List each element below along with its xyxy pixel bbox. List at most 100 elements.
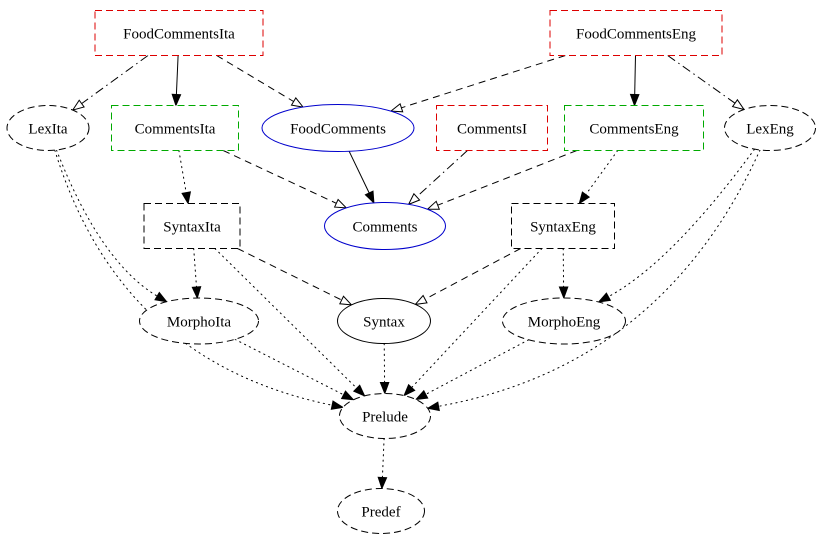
open-arrowhead-icon: [407, 192, 421, 206]
filled-arrowhead-icon: [377, 476, 388, 490]
filled-arrowhead-icon: [426, 401, 440, 412]
node-shape: [436, 105, 548, 151]
node-predef: Predef: [337, 488, 425, 534]
edge-SyntaxEng-MorphoEng: [558, 248, 569, 300]
node-label: CommentsIta: [135, 121, 216, 137]
node-shape: [111, 105, 239, 151]
edge-line: [401, 55, 566, 109]
open-arrowhead-icon: [71, 99, 85, 111]
node-syntaxita: SyntaxIta: [143, 203, 241, 249]
edge-FoodCommentsEng-FoodComments: [389, 55, 566, 113]
node-morphoita: MorphoIta: [139, 297, 259, 345]
edge-LexIta-MorphoIta: [56, 149, 168, 303]
node-comments: Comments: [324, 202, 446, 250]
node-shape: [724, 105, 816, 151]
filled-arrowhead-icon: [191, 286, 202, 300]
edge-line: [54, 149, 333, 406]
node-shape: [261, 104, 415, 152]
node-shape: [549, 10, 723, 56]
edge-SyntaxEng-Prelude: [403, 248, 543, 397]
edge-LexEng-MorphoEng: [597, 148, 755, 303]
filled-arrowhead-icon: [181, 191, 192, 205]
node-syntaxeng: SyntaxEng: [511, 203, 615, 249]
node-lexeng: LexEng: [724, 105, 816, 151]
edge-FoodCommentsEng-LexEng: [667, 55, 746, 111]
node-label: FoodComments: [290, 121, 386, 137]
edge-line: [381, 438, 385, 478]
filled-arrowhead-icon: [558, 286, 569, 300]
edge-line: [437, 150, 577, 206]
node-syntax: Syntax: [337, 298, 431, 344]
edge-MorphoIta-Prelude: [234, 338, 355, 401]
edge-line: [222, 150, 337, 204]
node-shape: [143, 203, 241, 249]
edge-SyntaxIta-Syntax: [237, 248, 353, 306]
node-label: MorphoIta: [167, 314, 231, 330]
edge-CommentsI-Comments: [407, 150, 468, 206]
filled-arrowhead-icon: [364, 190, 375, 205]
filled-arrowhead-icon: [330, 400, 345, 410]
node-shape: [511, 203, 615, 249]
open-arrowhead-icon: [333, 198, 348, 209]
node-label: SyntaxIta: [163, 219, 221, 235]
edge-CommentsEng-SyntaxEng: [578, 150, 619, 205]
edge-line: [216, 55, 294, 102]
node-shape: [94, 10, 264, 56]
node-label: CommentsEng: [589, 121, 679, 137]
edge-SyntaxIta-Prelude: [214, 248, 366, 397]
edge-line: [237, 248, 342, 301]
filled-arrowhead-icon: [414, 389, 429, 401]
edge-line: [56, 149, 158, 297]
node-foodcomments: FoodComments: [261, 104, 415, 152]
node-commentsi: CommentsI: [436, 105, 548, 151]
node-shape: [339, 393, 431, 439]
edge-line: [214, 248, 358, 389]
node-label: Predef: [361, 504, 400, 520]
node-label: MorphoEng: [528, 314, 601, 330]
filled-arrowhead-icon: [403, 383, 416, 397]
node-label: Syntax: [363, 314, 405, 330]
edge-FoodCommentsIta-FoodComments: [216, 55, 305, 108]
node-shape: [564, 105, 704, 151]
edge-FoodCommentsIta-LexIta: [71, 55, 149, 111]
edge-line: [234, 338, 345, 396]
edge-FoodCommentsIta-CommentsIta: [171, 55, 182, 107]
node-shape: [324, 202, 446, 250]
edge-line: [425, 339, 530, 395]
node-shape: [337, 298, 431, 344]
node-label: FoodCommentsEng: [576, 26, 697, 42]
open-arrowhead-icon: [290, 97, 305, 108]
node-commentsita: CommentsIta: [111, 105, 239, 151]
node-shape: [337, 488, 425, 534]
open-arrowhead-icon: [414, 294, 428, 306]
edge-line: [634, 55, 636, 95]
edge-FoodComments-Comments: [348, 150, 375, 205]
edge-CommentsIta-Comments: [222, 150, 348, 209]
edge-line: [438, 149, 761, 407]
edge-line: [416, 150, 468, 198]
node-foodcommentseng: FoodCommentsEng: [549, 10, 723, 56]
node-label: SyntaxEng: [530, 219, 596, 235]
filled-arrowhead-icon: [597, 292, 612, 303]
edge-SyntaxIta-MorphoIta: [191, 248, 202, 300]
node-label: CommentsI: [457, 121, 527, 137]
filled-arrowhead-icon: [578, 191, 591, 205]
filled-arrowhead-icon: [629, 93, 640, 107]
edge-line: [607, 148, 755, 298]
node-commentseng: CommentsEng: [564, 105, 704, 151]
filled-arrowhead-icon: [379, 382, 390, 395]
edge-line: [81, 55, 149, 105]
node-morphoeng: MorphoEng: [502, 297, 626, 345]
edge-layer: [54, 55, 761, 490]
open-arrowhead-icon: [389, 102, 404, 113]
open-arrowhead-icon: [731, 98, 746, 111]
filled-arrowhead-icon: [154, 291, 168, 303]
open-arrowhead-icon: [339, 295, 353, 306]
node-label: Comments: [352, 219, 417, 235]
edge-line: [193, 248, 197, 288]
node-lexita: LexIta: [6, 105, 90, 151]
filled-arrowhead-icon: [352, 384, 366, 397]
